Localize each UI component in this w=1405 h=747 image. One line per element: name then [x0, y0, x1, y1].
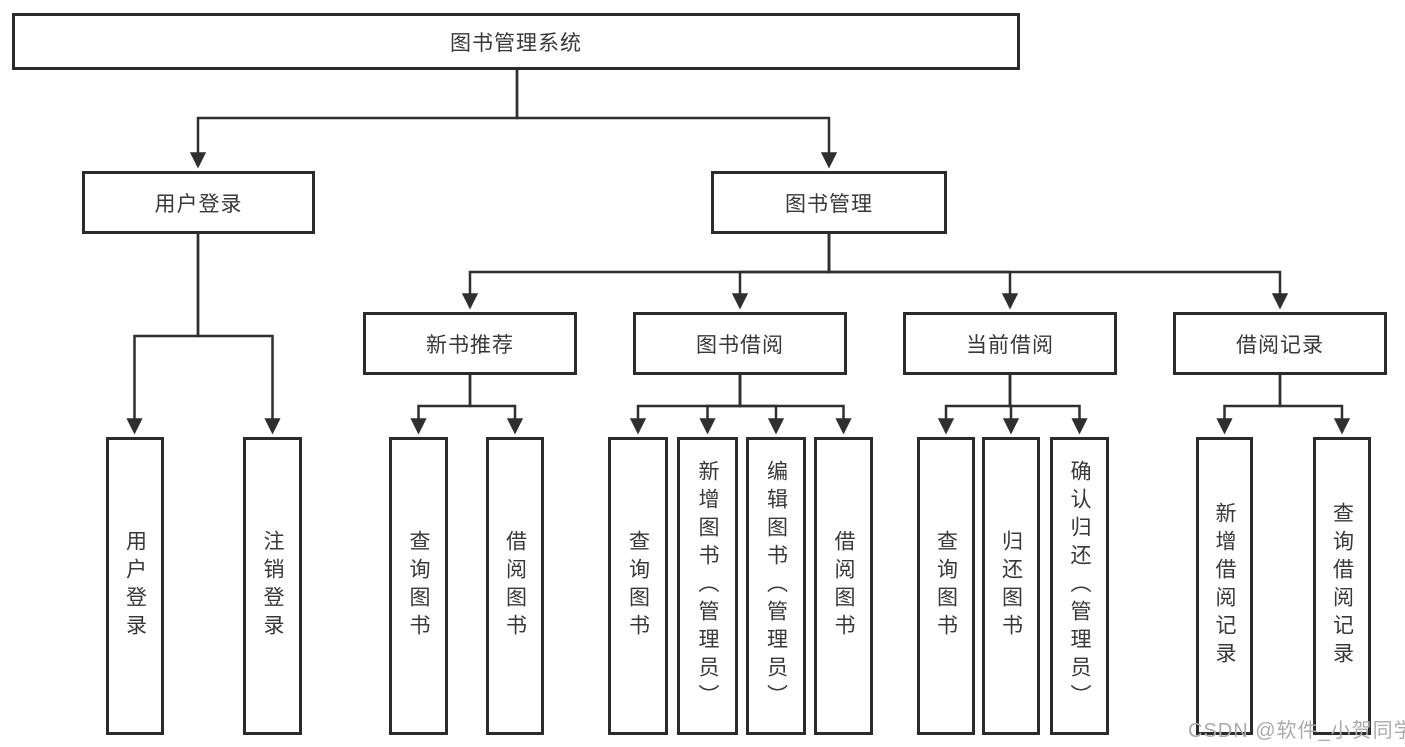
- node-book-management-branch: 图书管理: [711, 171, 947, 234]
- leaf-current-confirm-return-admin: 确认归还（管理员）: [1050, 437, 1109, 735]
- node-current-borrow: 当前借阅: [903, 312, 1117, 375]
- leaf-user-login-label: 用户登录: [123, 530, 147, 642]
- node-book-borrow: 图书借阅: [633, 312, 847, 375]
- leaf-borrow-edit-books-admin: 编辑图书（管理员）: [746, 437, 806, 735]
- node-root-system: 图书管理系统: [12, 13, 1020, 70]
- leaf-borrow-borrow-books-label: 借阅图书: [832, 530, 855, 642]
- leaf-borrow-query-books: 查询图书: [608, 437, 668, 735]
- leaf-current-return-books: 归还图书: [982, 437, 1040, 735]
- leaf-current-confirm-return-admin-label: 确认归还（管理员）: [1068, 460, 1091, 712]
- node-new-book-recommend: 新书推荐: [363, 312, 577, 375]
- node-user-login-branch: 用户登录: [82, 171, 315, 234]
- node-book-borrow-label: 图书借阅: [696, 333, 784, 357]
- leaf-borrow-borrow-books: 借阅图书: [814, 437, 873, 735]
- leaf-recommend-borrow-books-label: 借阅图书: [503, 530, 527, 642]
- node-book-management-branch-label: 图书管理: [785, 192, 873, 216]
- leaf-borrow-query-books-label: 查询图书: [626, 530, 650, 642]
- leaf-logout-label: 注销登录: [261, 530, 284, 642]
- leaf-recommend-borrow-books: 借阅图书: [486, 437, 544, 735]
- leaf-logout: 注销登录: [243, 437, 302, 735]
- leaf-current-query-books: 查询图书: [917, 437, 975, 735]
- leaf-records-add-record-label: 新增借阅记录: [1213, 502, 1236, 670]
- leaf-recommend-query-books-label: 查询图书: [407, 530, 430, 642]
- leaf-recommend-query-books: 查询图书: [389, 437, 448, 735]
- node-root-system-label: 图书管理系统: [450, 31, 582, 55]
- node-new-book-recommend-label: 新书推荐: [426, 333, 514, 357]
- leaf-current-return-books-label: 归还图书: [999, 530, 1023, 642]
- leaf-borrow-add-books-admin-label: 新增图书（管理员）: [696, 460, 719, 712]
- node-current-borrow-label: 当前借阅: [966, 333, 1054, 357]
- leaf-current-query-books-label: 查询图书: [934, 530, 958, 642]
- node-user-login-branch-label: 用户登录: [154, 192, 243, 216]
- leaf-records-query-record-label: 查询借阅记录: [1330, 502, 1354, 670]
- node-borrow-records-label: 借阅记录: [1236, 333, 1324, 357]
- node-borrow-records: 借阅记录: [1173, 312, 1387, 375]
- csdn-watermark: CSDN @软件_小贺同学: [1188, 720, 1405, 742]
- leaf-user-login: 用户登录: [106, 437, 164, 735]
- leaf-borrow-add-books-admin: 新增图书（管理员）: [677, 437, 738, 735]
- leaf-records-query-record: 查询借阅记录: [1313, 437, 1371, 735]
- leaf-records-add-record: 新增借阅记录: [1196, 437, 1253, 735]
- leaf-borrow-edit-books-admin-label: 编辑图书（管理员）: [764, 460, 788, 712]
